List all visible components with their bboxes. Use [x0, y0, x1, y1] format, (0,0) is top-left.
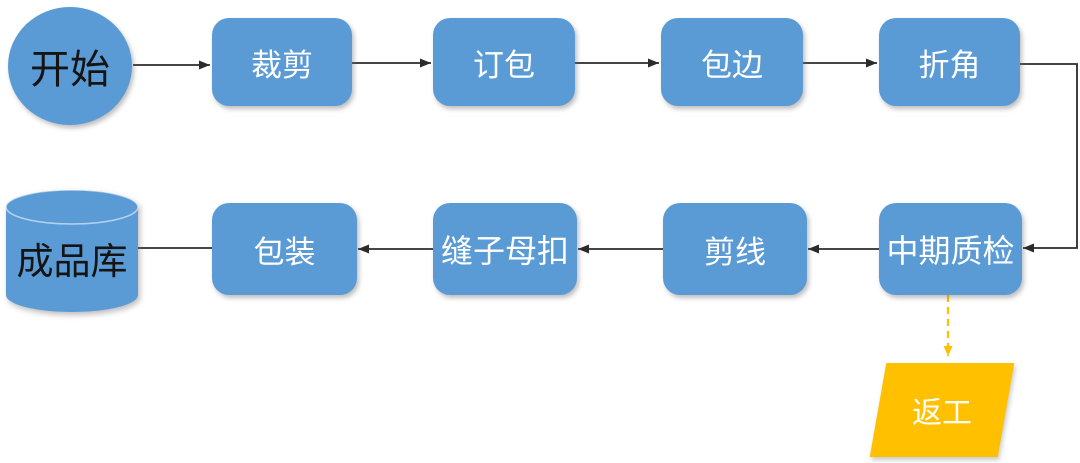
node-jianxian: 剪线 [663, 203, 807, 295]
node-chengpinku: 成品库 [5, 189, 139, 313]
node-fangong-label: 返工 [912, 397, 972, 430]
node-caijian-label: 裁剪 [251, 47, 313, 83]
node-dingbao-label: 订包 [473, 47, 535, 83]
node-fengzimukou: 缝子母扣 [433, 203, 577, 295]
node-caijian: 裁剪 [212, 18, 352, 106]
node-zhongqizhijian-label: 中期质检 [886, 233, 1015, 269]
node-fangong: 返工 [869, 363, 1015, 457]
node-jianxian-label: 剪线 [704, 234, 766, 270]
node-fengzimukou-label: 缝子母扣 [440, 233, 569, 269]
node-zhejiao: 折角 [879, 18, 1020, 106]
node-chengpinku-label: 成品库 [16, 241, 128, 282]
node-baozhuang-label: 包装 [253, 234, 316, 270]
node-start: 开始 [8, 7, 132, 125]
node-baobian: 包边 [661, 18, 803, 106]
node-start-label: 开始 [30, 48, 110, 92]
edge-zhejiao-to-zhongqizhijian [1020, 63, 1078, 253]
node-zhejiao-label: 折角 [918, 47, 981, 83]
node-baobian-label: 包边 [701, 47, 763, 83]
cylinder-shape [5, 189, 139, 312]
node-zhongqizhijian: 中期质检 [879, 203, 1022, 295]
node-dingbao: 订包 [433, 18, 575, 106]
node-baozhuang: 包装 [212, 203, 357, 295]
